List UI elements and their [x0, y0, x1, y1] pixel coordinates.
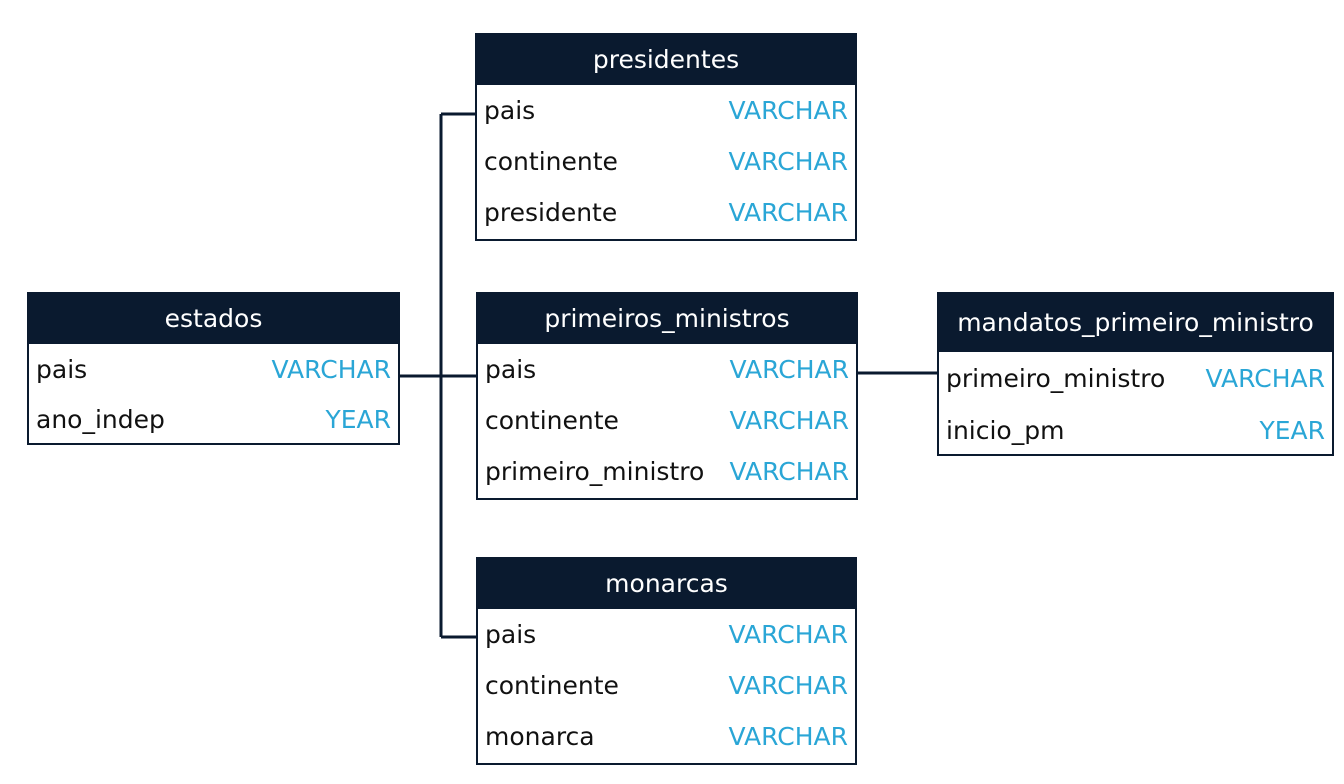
column-name: pais [485, 355, 537, 384]
column-name: pais [485, 620, 537, 649]
column-type: VARCHAR [728, 620, 848, 649]
table-row: continente VARCHAR [478, 395, 856, 446]
table-monarcas: monarcas pais VARCHAR continente VARCHAR… [476, 557, 857, 765]
table-row: pais VARCHAR [478, 609, 855, 660]
column-name: primeiro_ministro [946, 363, 1166, 393]
column-name: continente [485, 406, 619, 435]
table-row: primeiro_ministro VARCHAR [478, 446, 856, 497]
column-type: VARCHAR [729, 355, 849, 384]
table-primeiros-ministros: primeiros_ministros pais VARCHAR contine… [476, 292, 858, 500]
column-name: inicio_pm [946, 415, 1065, 445]
table-row: monarca VARCHAR [478, 711, 855, 762]
table-title: monarcas [478, 559, 855, 609]
column-type: VARCHAR [728, 96, 848, 125]
table-title: presidentes [477, 35, 855, 85]
connector-trunk [400, 114, 443, 637]
table-row: presidente VARCHAR [477, 187, 855, 238]
table-row: continente VARCHAR [477, 136, 855, 187]
column-name: primeiro_ministro [485, 457, 705, 486]
column-type: VARCHAR [728, 147, 848, 176]
column-type: VARCHAR [271, 354, 391, 384]
column-type: VARCHAR [728, 722, 848, 751]
table-presidentes: presidentes pais VARCHAR continente VARC… [475, 33, 857, 241]
table-row: primeiro_ministro VARCHAR [939, 352, 1332, 404]
column-name: continente [484, 147, 618, 176]
table-row: inicio_pm YEAR [939, 404, 1332, 456]
column-name: ano_indep [36, 404, 165, 434]
column-type: VARCHAR [729, 406, 849, 435]
table-row: ano_indep YEAR [29, 394, 398, 444]
table-title: primeiros_ministros [478, 294, 856, 344]
column-name: continente [485, 671, 619, 700]
table-mandatos-primeiro-ministro: mandatos_primeiro_ministro primeiro_mini… [937, 292, 1334, 456]
column-name: pais [484, 96, 536, 125]
column-type: VARCHAR [728, 198, 848, 227]
column-name: monarca [485, 722, 595, 751]
table-row: pais VARCHAR [477, 85, 855, 136]
column-name: pais [36, 354, 88, 384]
column-type: VARCHAR [728, 671, 848, 700]
column-type: YEAR [1259, 415, 1325, 445]
column-type: YEAR [325, 404, 391, 434]
column-type: VARCHAR [1205, 363, 1325, 393]
column-type: VARCHAR [729, 457, 849, 486]
table-row: continente VARCHAR [478, 660, 855, 711]
table-title: mandatos_primeiro_ministro [939, 294, 1332, 352]
column-name: presidente [484, 198, 618, 227]
table-estados: estados pais VARCHAR ano_indep YEAR [27, 292, 400, 445]
table-row: pais VARCHAR [478, 344, 856, 395]
table-title: estados [29, 294, 398, 344]
table-row: pais VARCHAR [29, 344, 398, 394]
